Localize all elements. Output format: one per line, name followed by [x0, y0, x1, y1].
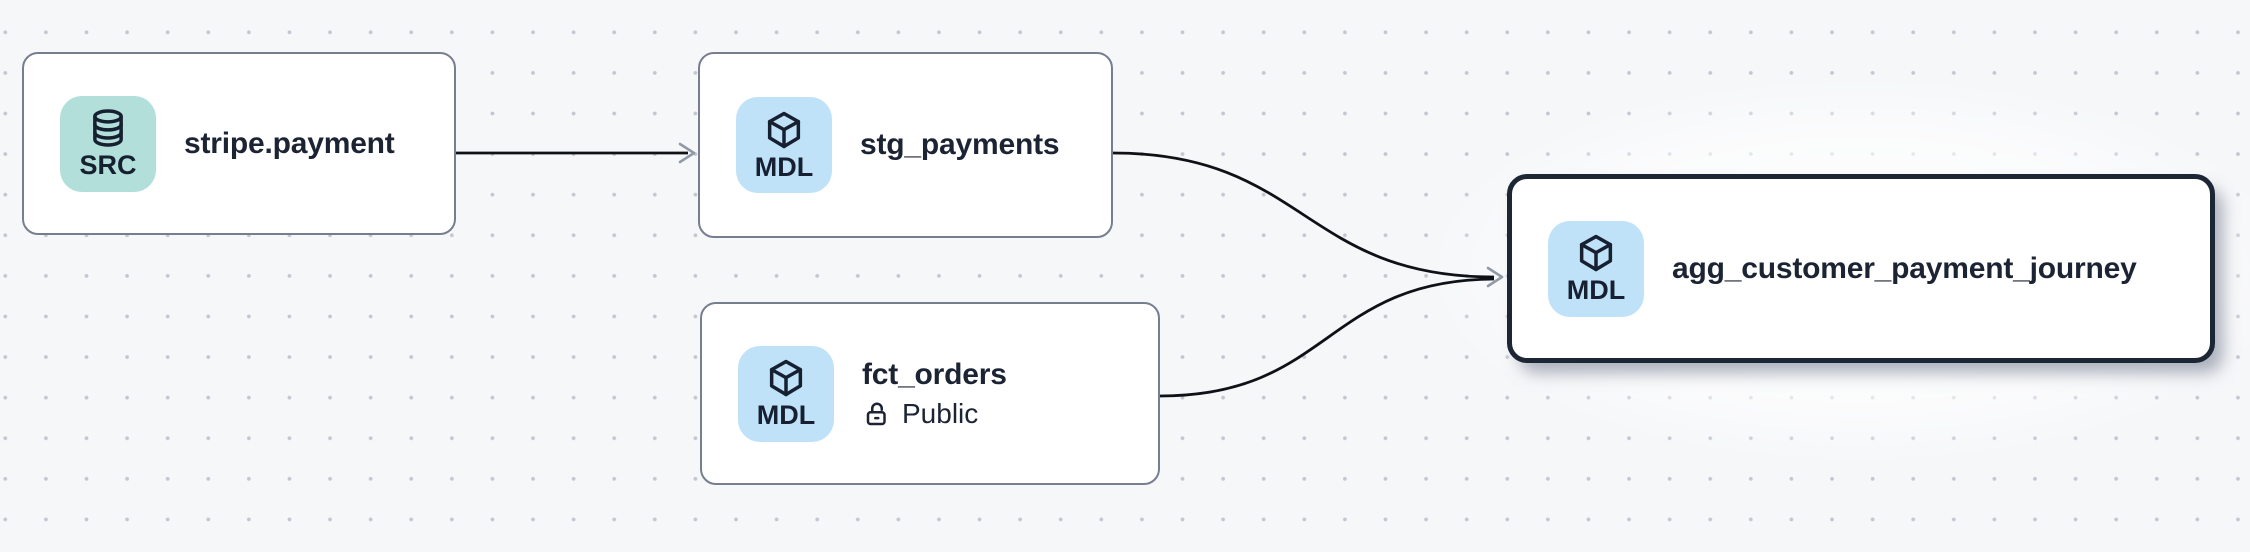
access-badge: Public [862, 398, 1007, 430]
database-icon [93, 109, 123, 148]
edge-fct-orders-to-agg[interactable] [1159, 277, 1495, 398]
badge-label: MDL [754, 151, 814, 182]
source-type-badge: SRC [60, 95, 156, 192]
node-title: agg_customer_payment_journey [1672, 251, 2137, 285]
node-title: fct_orders [862, 357, 1007, 391]
model-type-badge: MDL [736, 97, 832, 193]
node-stg-payments[interactable]: MDL stg_payments [698, 52, 1113, 238]
model-type-badge: MDL [1548, 220, 1644, 317]
access-label: Public [902, 397, 979, 429]
edge-arrowhead-icon [678, 142, 696, 164]
badge-label: MDL [756, 400, 816, 431]
edge-arrowhead-icon [1486, 266, 1504, 288]
badge-label: SRC [79, 150, 137, 181]
node-title: stg_payments [860, 128, 1060, 161]
model-type-badge: MDL [738, 345, 834, 442]
node-fct-orders[interactable]: MDL fct_orders Public [700, 302, 1160, 485]
node-title: stripe.payment [184, 126, 395, 160]
lock-open-icon [866, 402, 886, 425]
node-agg-customer-payment-journey[interactable]: MDL agg_customer_payment_journey [1507, 174, 2215, 363]
badge-label: MDL [1566, 275, 1626, 306]
cube-icon [767, 111, 801, 149]
cube-icon [1579, 235, 1613, 272]
cube-icon [769, 360, 803, 397]
edge-stg-payments-to-agg[interactable] [1112, 151, 1495, 279]
node-stripe-payment[interactable]: SRC stripe.payment [22, 52, 456, 235]
